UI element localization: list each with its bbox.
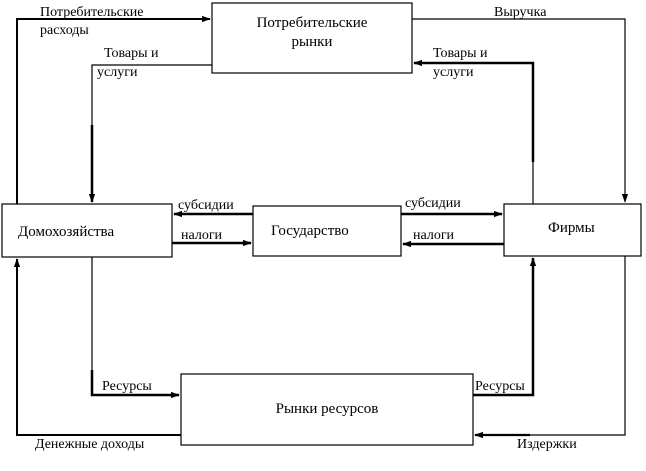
government-node: Государство [252, 205, 402, 257]
consumer-markets-label-line1: Потребительские [257, 15, 368, 31]
consumer-markets-node: Потребительские рынки [211, 2, 413, 74]
resources-to-firms-line-lower [473, 322, 535, 397]
taxes-from-households-label: налоги [181, 228, 223, 243]
goods-to-households-line-upper [91, 64, 212, 125]
consumer-markets-label-line2: рынки [292, 34, 333, 50]
consumer-spending-label-line1: Потребительские [40, 5, 143, 20]
costs-line [530, 256, 626, 436]
resources-from-households-label: Ресурсы [102, 379, 152, 394]
money-income-label: Денежные доходы [35, 437, 145, 452]
firms-node: Фирмы [503, 203, 642, 257]
money-income-arrow [13, 258, 181, 436]
households-node: Домохозяйства [1, 203, 173, 258]
taxes-from-firms-label: налоги [413, 228, 455, 243]
costs-label: Издержки [517, 437, 577, 452]
goods-from-firms-arrow [413, 59, 535, 162]
resource-markets-node: Рынки ресурсов [180, 373, 474, 446]
resources-to-firms-label: Ресурсы [475, 379, 525, 394]
revenue-arrow [412, 18, 629, 203]
consumer-spending-label-line2: расходы [40, 23, 89, 38]
goods-to-households-label-line2: услуги [97, 65, 138, 80]
goods-from-firms-label-line2: услуги [433, 65, 474, 80]
goods-from-firms-label-line1: Товары и [433, 46, 488, 61]
revenue-label: Выручка [494, 5, 547, 20]
goods-to-households-label-line1: Товары и [104, 46, 159, 61]
resources-from-households-arrow [90, 370, 180, 399]
subsidies-to-firms-label: субсидии [405, 196, 461, 211]
consumer-spending-arrow [16, 15, 211, 204]
households-label: Домохозяйства [18, 224, 114, 240]
government-label: Государство [271, 223, 349, 239]
firms-label: Фирмы [548, 220, 595, 236]
resource-markets-label: Рынки ресурсов [276, 401, 379, 417]
subsidies-to-households-label: субсидии [178, 198, 234, 213]
